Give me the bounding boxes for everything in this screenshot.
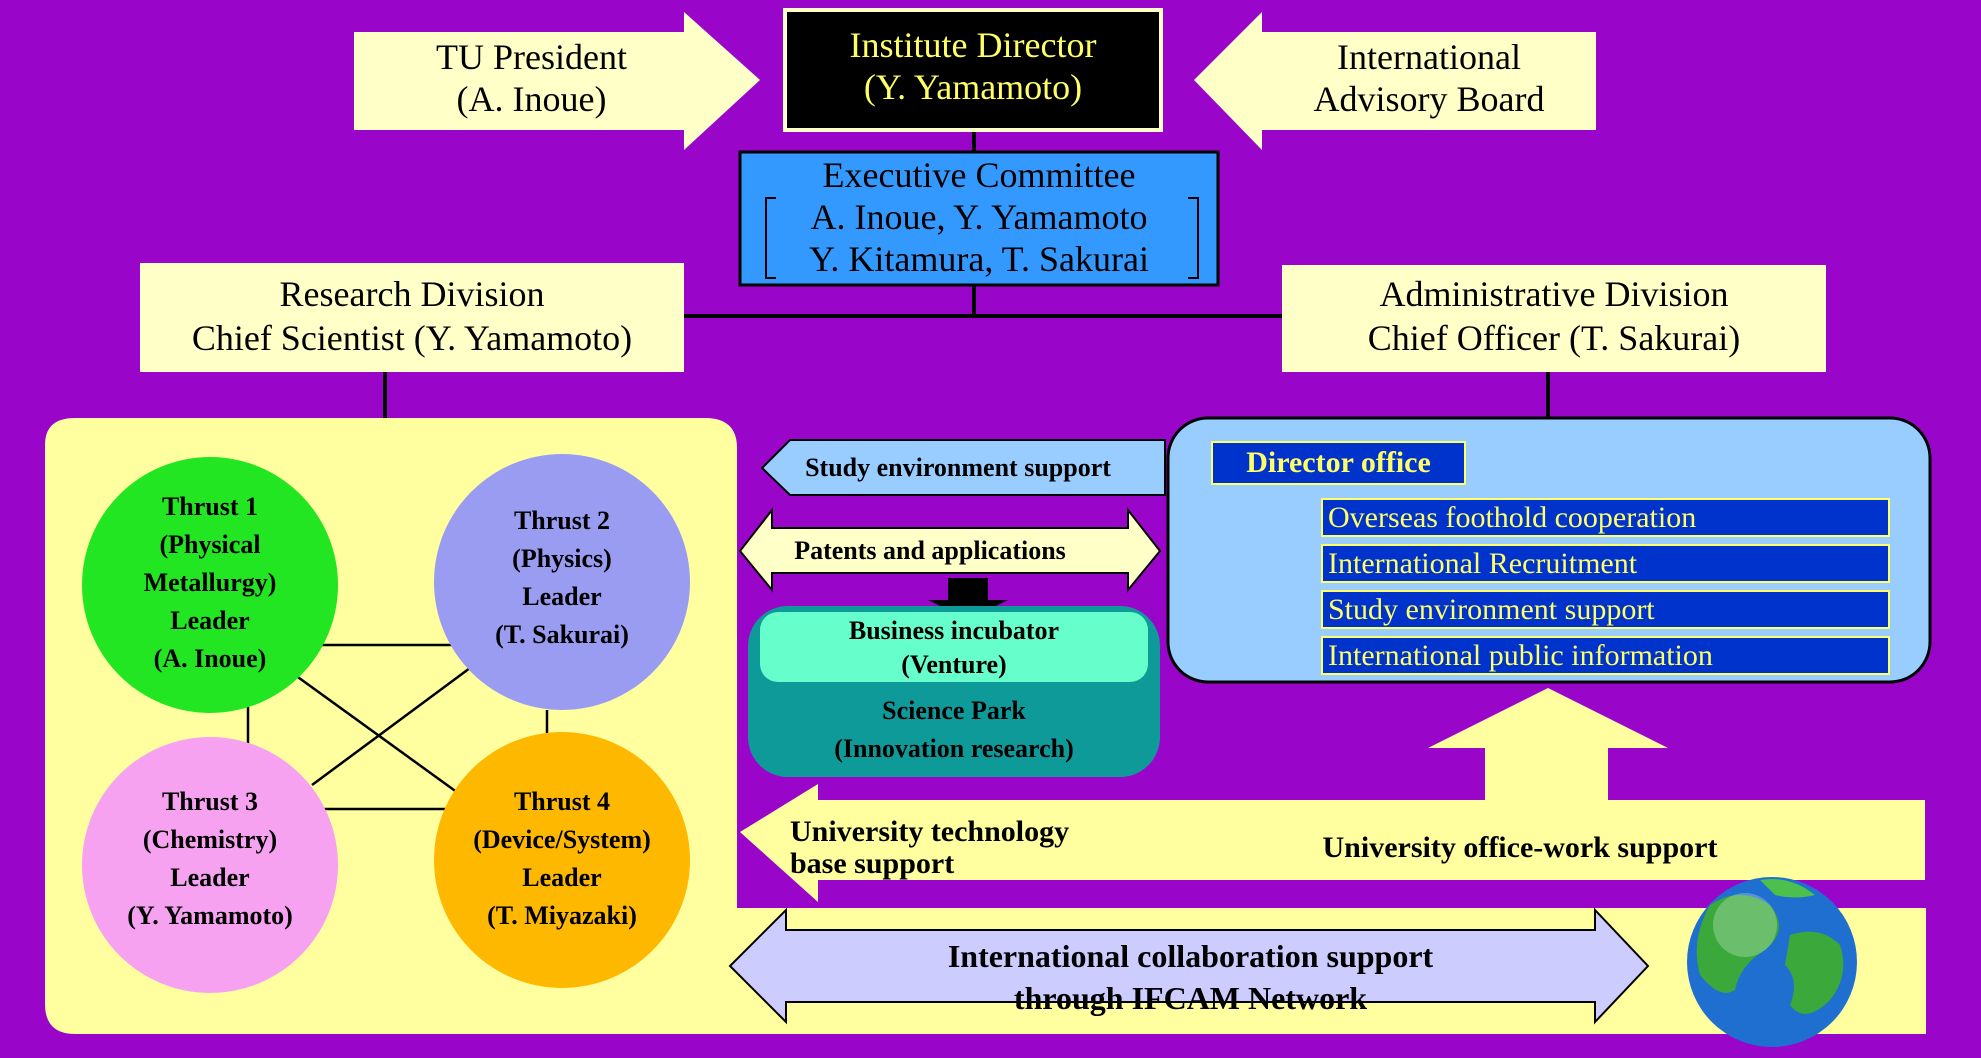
university-support-arrow bbox=[740, 688, 1925, 902]
collaboration-double-arrow bbox=[728, 907, 1650, 1025]
thrust-4-circle bbox=[434, 732, 690, 988]
office-item-box-3 bbox=[1321, 590, 1890, 629]
patents-label: Patents and applications bbox=[794, 536, 1066, 565]
research-division-box bbox=[140, 263, 684, 372]
director-office-title: Director office bbox=[1246, 446, 1431, 479]
thrust-3-circle bbox=[82, 737, 338, 993]
office-work-support-label: University office-work support bbox=[1322, 831, 1718, 864]
thrust-2-circle bbox=[434, 454, 690, 710]
director-office-box bbox=[1211, 441, 1466, 485]
office-item-box-4 bbox=[1321, 636, 1890, 675]
study-environment-label: Study environment support bbox=[805, 453, 1111, 482]
tu-president-arrow bbox=[354, 12, 760, 150]
executive-committee-title: Executive Committee bbox=[822, 155, 1136, 195]
advisory-board-arrow bbox=[1194, 12, 1596, 150]
institute-director-label: Institute Director(Y. Yamamoto) bbox=[849, 25, 1097, 107]
science-park-label: Science Park(Innovation research) bbox=[834, 696, 1074, 763]
thrust-2-label: Thrust 2(Physics)Leader(T. Sakurai) bbox=[495, 506, 629, 649]
executive-committee-box bbox=[738, 150, 1220, 287]
patents-double-arrow bbox=[738, 507, 1162, 593]
study-environment-arrow bbox=[760, 439, 1166, 496]
business-incubator-box bbox=[760, 612, 1148, 682]
tu-president-label: TU President(A. Inoue) bbox=[436, 37, 627, 119]
institute-director-box bbox=[783, 8, 1163, 132]
office-item-box-2 bbox=[1321, 544, 1890, 583]
thrust-network-lines bbox=[246, 643, 549, 811]
business-incubator-label: Business incubator(Venture) bbox=[848, 616, 1060, 679]
office-item-box-1 bbox=[1321, 498, 1890, 537]
thrust-1-circle bbox=[82, 457, 338, 713]
globe-icon bbox=[1687, 877, 1857, 1047]
thrust-3-label: Thrust 3(Chemistry)Leader(Y. Yamamoto) bbox=[127, 787, 293, 930]
administrative-division-box bbox=[1282, 265, 1826, 372]
thrust-4-label: Thrust 4(Device/System)Leader(T. Miyazak… bbox=[473, 787, 651, 930]
office-item-4: International public information bbox=[1328, 639, 1713, 672]
office-item-3: Study environment support bbox=[1328, 593, 1655, 626]
left-bracket bbox=[765, 197, 776, 279]
office-item-1: Overseas foothold cooperation bbox=[1328, 501, 1697, 534]
right-bracket bbox=[1188, 197, 1199, 279]
office-item-2: International Recruitment bbox=[1328, 547, 1638, 580]
